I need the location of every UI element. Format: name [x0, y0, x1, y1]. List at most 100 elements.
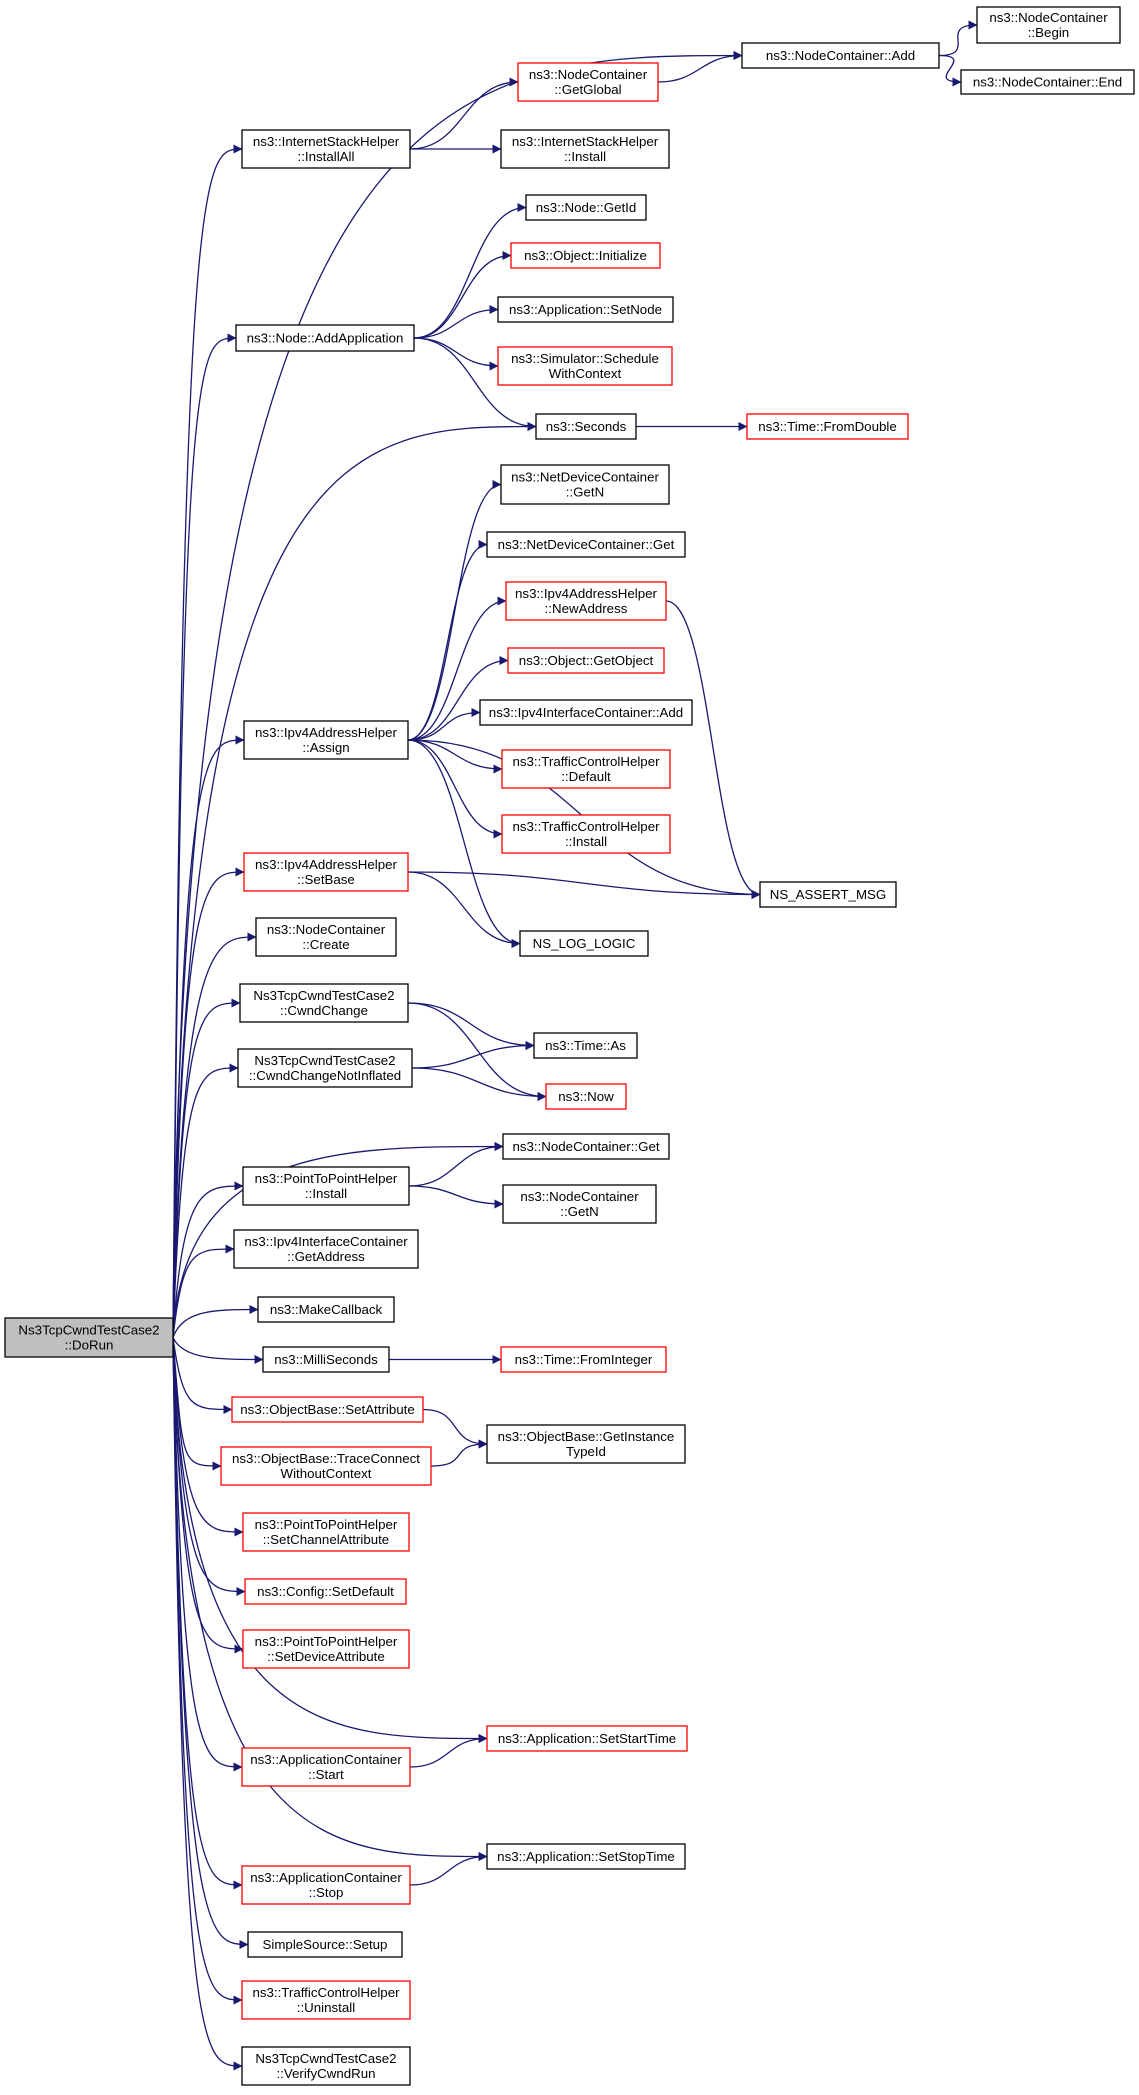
edge-path	[172, 1337, 264, 1364]
node-label-line: ns3::MakeCallback	[270, 1302, 383, 1317]
edge-path	[172, 1337, 243, 1772]
edge-dorun-to-p2p_install	[172, 1181, 244, 1338]
node-nc_getn[interactable]: ns3::NodeContainer::GetN	[502, 1184, 657, 1224]
node-p2p_setdevattr[interactable]: ns3::PointToPointHelper::SetDeviceAttrib…	[242, 1629, 410, 1669]
edge-path	[938, 54, 962, 87]
edge-ipv4ah_assign-to-tch_install	[407, 739, 503, 839]
node-ss_setup[interactable]: SimpleSource::Setup	[247, 1931, 403, 1958]
node-label-line: ::Create	[302, 937, 349, 952]
node-cwndchange[interactable]: Ns3TcpCwndTestCase2::CwndChange	[239, 983, 409, 1023]
node-nc_add[interactable]: ns3::NodeContainer::Add	[741, 42, 940, 69]
node-node_addapp[interactable]: ns3::Node::AddApplication	[235, 324, 415, 352]
node-box	[502, 1133, 670, 1160]
node-label-line: ns3::Ipv4AddressHelper	[255, 725, 397, 740]
node-node_getid[interactable]: ns3::Node::GetId	[525, 194, 647, 221]
node-box	[235, 324, 415, 352]
node-label-line: ns3::NetDeviceContainer::Get	[498, 537, 675, 552]
edge-dorun-to-verifycwndrun	[172, 1337, 243, 2071]
node-label-line: ::Start	[308, 1767, 344, 1782]
edge-path	[172, 735, 245, 1338]
node-cwndchange_ni[interactable]: Ns3TcpCwndTestCase2::CwndChangeNotInflat…	[237, 1048, 413, 1088]
node-box	[746, 413, 909, 440]
node-tch_default[interactable]: ns3::TrafficControlHelper::Default	[501, 749, 671, 789]
node-label-line: ::GetGlobal	[554, 82, 621, 97]
node-nc_end[interactable]: ns3::NodeContainer::End	[960, 69, 1135, 95]
node-label-line: ns3::Time::FromInteger	[515, 1352, 653, 1367]
node-obj_initialize[interactable]: ns3::Object::Initialize	[510, 242, 661, 269]
node-label-line: ns3::PointToPointHelper	[255, 1634, 398, 1649]
node-ish_installall[interactable]: ns3::InternetStackHelper::InstallAll	[241, 129, 411, 169]
node-app_setnode[interactable]: ns3::Application::SetNode	[497, 296, 674, 323]
edge-p2p_install-to-nc_getn	[408, 1185, 504, 1209]
node-label-line: Ns3TcpCwndTestCase2	[18, 1323, 159, 1338]
node-dorun[interactable]: Ns3TcpCwndTestCase2::DoRun	[4, 1317, 174, 1358]
node-box	[545, 1083, 627, 1110]
node-box	[502, 1184, 657, 1224]
node-box	[243, 852, 409, 892]
edge-dorun-to-p2p_setchanattr	[172, 1337, 244, 1537]
node-ish_install[interactable]: ns3::InternetStackHelper::Install	[500, 129, 670, 169]
node-verifycwndrun[interactable]: Ns3TcpCwndTestCase2::VerifyCwndRun	[241, 2046, 411, 2086]
node-label-line: ::GetN	[560, 1204, 598, 1219]
node-tch_uninstall[interactable]: ns3::TrafficControlHelper::Uninstall	[241, 1980, 411, 2020]
node-ndc_get[interactable]: ns3::NetDeviceContainer::Get	[486, 531, 686, 558]
node-config_setdefault[interactable]: ns3::Config::SetDefault	[244, 1578, 407, 1605]
node-ipv4ah_newaddr[interactable]: ns3::Ipv4AddressHelper::NewAddress	[505, 581, 667, 621]
node-ipv4ic_add[interactable]: ns3::Ipv4InterfaceContainer::Add	[479, 699, 693, 726]
node-box	[241, 1980, 411, 2020]
node-ac_stop[interactable]: ns3::ApplicationContainer::Stop	[241, 1865, 411, 1905]
edge-path	[665, 600, 761, 899]
node-ns_assert_msg[interactable]: NS_ASSERT_MSG	[759, 881, 897, 908]
edge-nc_add-to-nc_end	[938, 54, 962, 87]
node-app_setstart[interactable]: ns3::Application::SetStartTime	[486, 1725, 688, 1752]
node-ns_log_logic[interactable]: NS_LOG_LOGIC	[519, 930, 649, 957]
edge-path	[172, 998, 241, 1338]
node-time_as[interactable]: ns3::Time::As	[533, 1032, 638, 1059]
edge-node_addapp-to-seconds	[413, 337, 537, 431]
node-milliseconds[interactable]: ns3::MilliSeconds	[262, 1346, 390, 1373]
node-obj_getobject[interactable]: ns3::Object::GetObject	[507, 647, 665, 674]
node-time_frominteger[interactable]: ns3::Time::FromInteger	[500, 1346, 667, 1373]
node-ipv4ic_getaddr[interactable]: ns3::Ipv4InterfaceContainer::GetAddress	[233, 1229, 419, 1269]
node-seconds[interactable]: ns3::Seconds	[535, 413, 637, 440]
node-ipv4ah_assign[interactable]: ns3::Ipv4AddressHelper::Assign	[243, 720, 409, 760]
node-ipv4ah_setbase[interactable]: ns3::Ipv4AddressHelper::SetBase	[243, 852, 409, 892]
node-box	[486, 1725, 688, 1752]
node-tch_install[interactable]: ns3::TrafficControlHelper::Install	[501, 814, 671, 854]
node-nc_get[interactable]: ns3::NodeContainer::Get	[502, 1133, 670, 1160]
node-label-line: ns3::Node::AddApplication	[247, 331, 404, 346]
edge-path	[409, 1852, 488, 1886]
edge-dorun-to-ipv4ic_getaddr	[172, 1244, 235, 1338]
node-ob_traceconnect[interactable]: ns3::ObjectBase::TraceConnectWithoutCont…	[220, 1446, 432, 1486]
node-now[interactable]: ns3::Now	[545, 1083, 627, 1110]
edge-path	[172, 1337, 243, 2071]
node-box	[241, 1747, 411, 1787]
node-p2p_install[interactable]: ns3::PointToPointHelper::Install	[242, 1166, 410, 1206]
node-box	[247, 1931, 403, 1958]
edge-dorun-to-app_setstop	[172, 1337, 488, 1861]
node-ndc_getn[interactable]: ns3::NetDeviceContainer::GetN	[500, 464, 670, 505]
node-box	[500, 1346, 667, 1373]
edge-p2p_install-to-nc_get	[408, 1142, 504, 1187]
node-label-line: ns3::Seconds	[546, 419, 627, 434]
node-makecallback[interactable]: ns3::MakeCallback	[257, 1296, 395, 1323]
edge-cwndchange-to-time_as	[407, 1002, 535, 1050]
edge-path	[172, 1337, 233, 1414]
node-box	[233, 1229, 419, 1269]
node-ob_setattribute[interactable]: ns3::ObjectBase::SetAttribute	[231, 1396, 424, 1423]
node-label-line: ns3::Ipv4InterfaceContainer	[244, 1234, 408, 1249]
node-label-line: ::VerifyCwndRun	[276, 2066, 375, 2081]
node-app_setstop[interactable]: ns3::Application::SetStopTime	[486, 1843, 686, 1870]
node-ac_start[interactable]: ns3::ApplicationContainer::Start	[241, 1747, 411, 1787]
node-p2p_setchanattr[interactable]: ns3::PointToPointHelper::SetChannelAttri…	[242, 1512, 410, 1552]
node-nc_getglobal[interactable]: ns3::NodeContainer::GetGlobal	[517, 62, 659, 102]
edge-path	[172, 1244, 235, 1338]
node-box	[242, 1166, 410, 1206]
edge-path	[172, 1337, 244, 1537]
node-label-line: ns3::Node::GetId	[536, 200, 637, 215]
node-nc_create[interactable]: ns3::NodeContainer::Create	[255, 917, 397, 957]
node-nc_begin[interactable]: ns3::NodeContainer::Begin	[976, 6, 1121, 44]
node-time_fromdouble[interactable]: ns3::Time::FromDouble	[746, 413, 909, 440]
